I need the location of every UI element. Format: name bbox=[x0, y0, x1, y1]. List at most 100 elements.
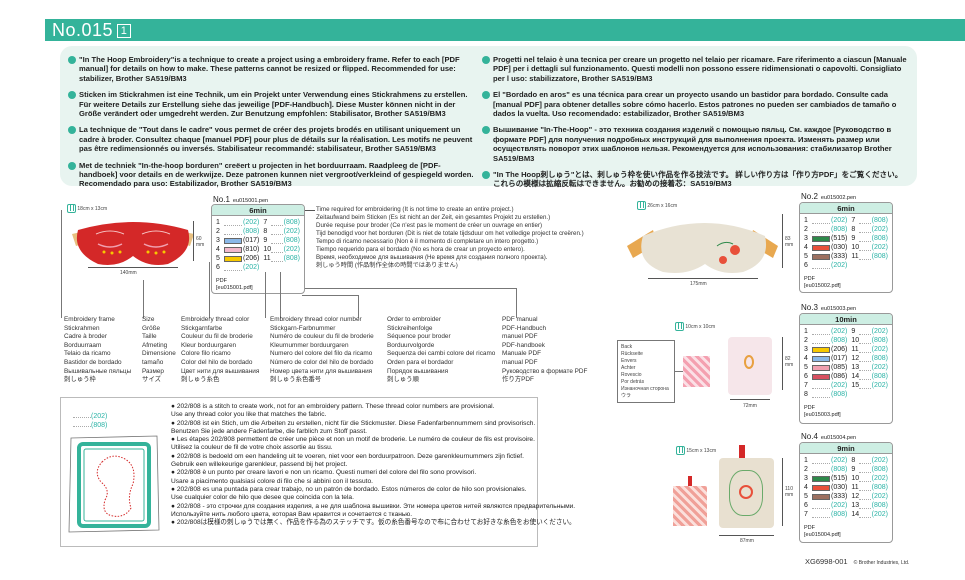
thread-code: (202) bbox=[871, 226, 888, 233]
pouch-strap bbox=[739, 445, 745, 459]
time-connector bbox=[305, 210, 315, 211]
note-line: ● 202/808 is a stitch to create work, no… bbox=[171, 403, 495, 410]
legend-text: 刺しゅう枠 bbox=[64, 376, 96, 384]
note-code-202: (202) bbox=[73, 412, 107, 421]
intro-de: Sticken im Stickrahmen ist eine Technik,… bbox=[68, 90, 478, 118]
legend-text: PDF manual bbox=[502, 316, 538, 323]
thread-code: (202) bbox=[283, 228, 300, 235]
thread-code: (202) bbox=[243, 264, 260, 271]
back-label: Rovescio bbox=[621, 372, 642, 378]
design-number: No.3 bbox=[801, 303, 818, 312]
frame-icon bbox=[676, 446, 685, 455]
connector-pdf-h bbox=[305, 288, 517, 289]
dotted-leader bbox=[859, 374, 871, 380]
pouch-front-image bbox=[728, 337, 772, 395]
intro-es: El "Bordado en aros" es una técnica para… bbox=[482, 90, 907, 118]
design-card-1: 6min 1(202)7(808)2(808)8(202)3(017)9(808… bbox=[211, 204, 305, 294]
height-label-2: 83 mm bbox=[785, 236, 794, 248]
color-step: 1(202) bbox=[804, 456, 847, 465]
back-label: Rückseite bbox=[621, 351, 643, 357]
color-step: 4(030) bbox=[804, 243, 847, 252]
intro-nl: Met de techniek "In-the-hoop borduren" c… bbox=[68, 161, 478, 189]
step-number: 6 bbox=[216, 264, 220, 271]
step-number: 4 bbox=[804, 484, 808, 491]
mirror-motif bbox=[744, 355, 754, 369]
thread-code: (202) bbox=[831, 457, 848, 464]
pdf-reference[interactable]: PDF[eu015003.pdf] bbox=[800, 401, 892, 421]
color-step: 8(808) bbox=[804, 390, 847, 399]
frame-icon bbox=[675, 322, 684, 331]
height-dimension-line bbox=[782, 214, 783, 268]
color-swatch bbox=[812, 235, 830, 242]
pdf-label: PDF bbox=[804, 405, 815, 411]
page-badge: 1 bbox=[117, 24, 132, 38]
thread-code: (808) bbox=[283, 219, 300, 226]
dotted-leader bbox=[224, 229, 242, 235]
note-line: ● 202/808 es una puntada para crear trab… bbox=[171, 485, 527, 493]
pdf-reference[interactable]: PDF[eu015002.pdf] bbox=[800, 272, 892, 292]
frame-size-label: 26cm x 16cm bbox=[647, 202, 678, 209]
width-dimension-line bbox=[719, 535, 774, 536]
legend-text: manual PDF bbox=[502, 358, 538, 366]
step-number: 4 bbox=[804, 355, 808, 362]
legend-text: Couleur du fil de broderie bbox=[181, 333, 253, 341]
note-codes: (202) (808) bbox=[73, 412, 107, 430]
thread-code: (810) bbox=[243, 246, 260, 253]
color-step: 5(333) bbox=[804, 252, 847, 261]
dotted-leader bbox=[859, 503, 871, 509]
dotted-leader bbox=[812, 329, 830, 335]
thread-code: (030) bbox=[831, 244, 848, 251]
connector-order bbox=[280, 272, 281, 318]
design-number: No.2 bbox=[801, 192, 818, 201]
time-note-fr: Durée requise pour broder (Ce n'est pas … bbox=[316, 222, 543, 229]
note-list: ● 202/808 is a stitch to create work, no… bbox=[171, 403, 576, 527]
color-step: 13(808) bbox=[851, 501, 888, 510]
step-number: 11 bbox=[263, 255, 271, 262]
dotted-leader bbox=[859, 254, 871, 260]
dotted-leader bbox=[812, 512, 830, 518]
thread-code: (808) bbox=[283, 237, 300, 244]
legend-text: Stickreihenfolge bbox=[387, 324, 433, 332]
legend-text: Größe bbox=[142, 324, 161, 332]
back-label: Back bbox=[621, 344, 633, 350]
legend-text: サイズ bbox=[142, 376, 161, 384]
thread-code: (808) bbox=[871, 337, 888, 344]
color-swatch bbox=[812, 364, 830, 371]
intro-fr: La technique de "Tout dans le cadre" vou… bbox=[68, 125, 478, 153]
legend-text: PDF-handboek bbox=[502, 341, 545, 349]
note-line: Используйте нить любого цвета, которая В… bbox=[171, 510, 413, 518]
thread-code: (202) bbox=[871, 364, 888, 371]
color-step: 11(808) bbox=[851, 483, 888, 492]
color-step: 1(202) bbox=[804, 216, 847, 225]
legend-text: 刺しゅう糸色番号 bbox=[270, 376, 322, 384]
thread-code: (202) bbox=[871, 493, 888, 500]
color-step: 10(808) bbox=[851, 336, 888, 345]
thread-code: (808) bbox=[871, 235, 888, 242]
color-step bbox=[851, 261, 888, 270]
color-step: 6 (202) bbox=[216, 263, 259, 272]
pdf-reference[interactable]: PDF[eu015004.pdf] bbox=[800, 521, 892, 541]
color-step: 1(202) bbox=[804, 327, 847, 336]
dotted-leader bbox=[224, 220, 242, 226]
color-step: 14(202) bbox=[851, 510, 888, 519]
pdf-reference[interactable]: PDF[eu015001.pdf] bbox=[212, 274, 304, 294]
pdf-filename: [eu015003.pdf] bbox=[804, 412, 841, 418]
frame-size-label: 10cm x 10cm bbox=[685, 323, 716, 330]
connector-size bbox=[143, 280, 144, 318]
legend-text: manuel PDF bbox=[502, 333, 538, 341]
frame-size-label: 18cm x 13cm bbox=[77, 205, 108, 212]
step-number: 12 bbox=[851, 493, 860, 500]
dotted-leader bbox=[859, 356, 871, 362]
legend-text: tamaño bbox=[142, 358, 164, 366]
step-number: 9 bbox=[851, 235, 856, 242]
legend-text: Цвет нити для вышивания bbox=[181, 367, 260, 375]
color-swatch bbox=[812, 493, 830, 500]
thread-code: (808) bbox=[831, 226, 848, 233]
width-dimension-line bbox=[648, 278, 758, 279]
step-number: 10 bbox=[851, 475, 860, 482]
step-number: 8 bbox=[263, 228, 268, 235]
